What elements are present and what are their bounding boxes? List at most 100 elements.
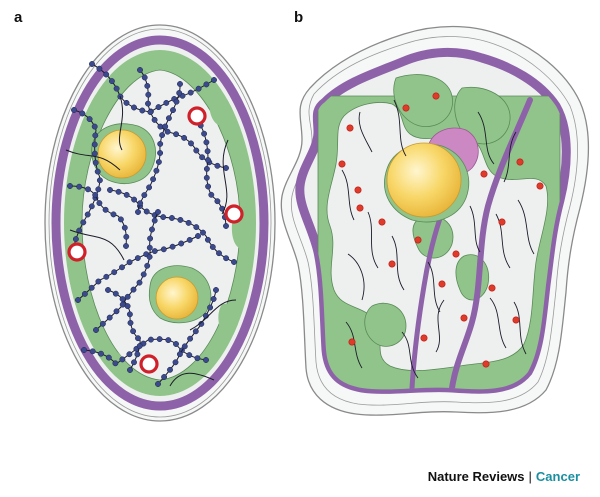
network-bead <box>130 328 137 335</box>
credit-journal: Nature Reviews <box>427 469 525 484</box>
network-bead <box>92 191 99 198</box>
network-bead <box>103 273 110 280</box>
network-bead <box>203 165 210 172</box>
network-bead <box>181 343 188 350</box>
network-bead <box>231 259 237 265</box>
network-bead <box>141 74 148 81</box>
network-filament <box>169 372 215 387</box>
network-bead <box>203 81 210 88</box>
network-bead <box>144 262 151 269</box>
network-bead <box>131 104 137 111</box>
network-bead <box>139 107 146 114</box>
network-bead <box>91 141 98 148</box>
network-bead <box>135 209 141 215</box>
network-bead <box>203 174 210 181</box>
network-bead <box>67 183 73 189</box>
network-bead <box>181 134 188 141</box>
network-bead <box>135 335 141 342</box>
cell-b <box>280 25 590 416</box>
network-bead <box>186 352 193 359</box>
network-bead <box>157 150 164 156</box>
cell-b-filaments <box>341 99 535 379</box>
network-bead <box>172 359 179 366</box>
network-bead <box>119 301 126 308</box>
cell-a-ring <box>224 204 244 224</box>
network-bead <box>147 109 154 116</box>
network-bead <box>84 211 91 218</box>
network-bead <box>80 219 87 226</box>
panel-a-label: a <box>14 9 23 26</box>
network-bead <box>201 130 208 137</box>
network-bead <box>155 159 162 165</box>
network-bead <box>205 157 211 163</box>
network-bead <box>71 107 77 113</box>
network-bead <box>76 183 83 190</box>
network-bead <box>147 336 154 343</box>
network-bead <box>91 150 98 157</box>
network-bead <box>131 359 137 366</box>
network-bead <box>89 348 96 355</box>
network-bead <box>123 233 130 240</box>
cell-a-green-lobe <box>209 95 234 127</box>
network-bead <box>141 192 148 199</box>
panel-b-label: b <box>294 9 303 26</box>
network-bead <box>210 296 217 302</box>
cell-b-green-lobe <box>364 302 407 347</box>
network-bead <box>145 91 152 98</box>
network-bead <box>165 115 172 122</box>
network-bead <box>151 217 158 224</box>
network-bead <box>110 211 117 218</box>
network-bead <box>209 244 216 250</box>
network-bead <box>223 255 230 262</box>
network-bead <box>177 81 183 87</box>
network-bead <box>126 259 133 266</box>
network-bead <box>105 354 112 361</box>
network-bead <box>75 297 81 303</box>
cell-a-nucleus <box>155 276 199 320</box>
network-bead <box>186 236 193 243</box>
network-bead <box>99 320 106 327</box>
network-bead <box>165 337 172 344</box>
network-bead <box>151 116 158 123</box>
network-bead <box>195 233 201 239</box>
network-bead <box>160 246 167 253</box>
network-bead <box>144 82 151 89</box>
network-bead <box>119 264 125 271</box>
network-bead <box>194 355 201 362</box>
network-bead <box>214 198 221 205</box>
network-bead <box>117 216 124 223</box>
network-bead <box>94 168 101 175</box>
network-bead <box>93 327 99 333</box>
cell-a <box>44 24 276 422</box>
network-bead <box>173 131 180 138</box>
network-bead <box>86 116 93 123</box>
network-bead <box>204 148 211 155</box>
network-bead <box>163 99 170 106</box>
network-bead <box>121 224 128 231</box>
network-bead <box>151 248 158 255</box>
network-bead <box>176 351 183 358</box>
cell-a-inner-wall <box>48 28 272 418</box>
network-filament <box>69 229 125 261</box>
network-bead <box>173 98 180 105</box>
network-filament <box>189 299 237 331</box>
network-bead <box>187 89 194 96</box>
cell-a-ring <box>67 242 87 262</box>
network-bead <box>134 351 141 358</box>
network-bead <box>160 214 167 221</box>
network-bead <box>213 287 219 293</box>
network-bead <box>192 328 199 335</box>
network-bead <box>203 357 209 363</box>
credit-section: Cancer <box>535 469 580 484</box>
network-bead <box>136 279 143 286</box>
network-bead <box>115 188 122 195</box>
network-bead <box>92 132 99 139</box>
network-bead <box>203 139 210 146</box>
network-bead <box>176 90 183 96</box>
network-bead <box>162 123 169 130</box>
network-bead <box>170 107 176 114</box>
network-bead <box>112 290 119 297</box>
network-bead <box>155 381 161 387</box>
network-bead <box>145 100 151 107</box>
figure-credit: Nature Reviews|Cancer <box>428 469 580 484</box>
